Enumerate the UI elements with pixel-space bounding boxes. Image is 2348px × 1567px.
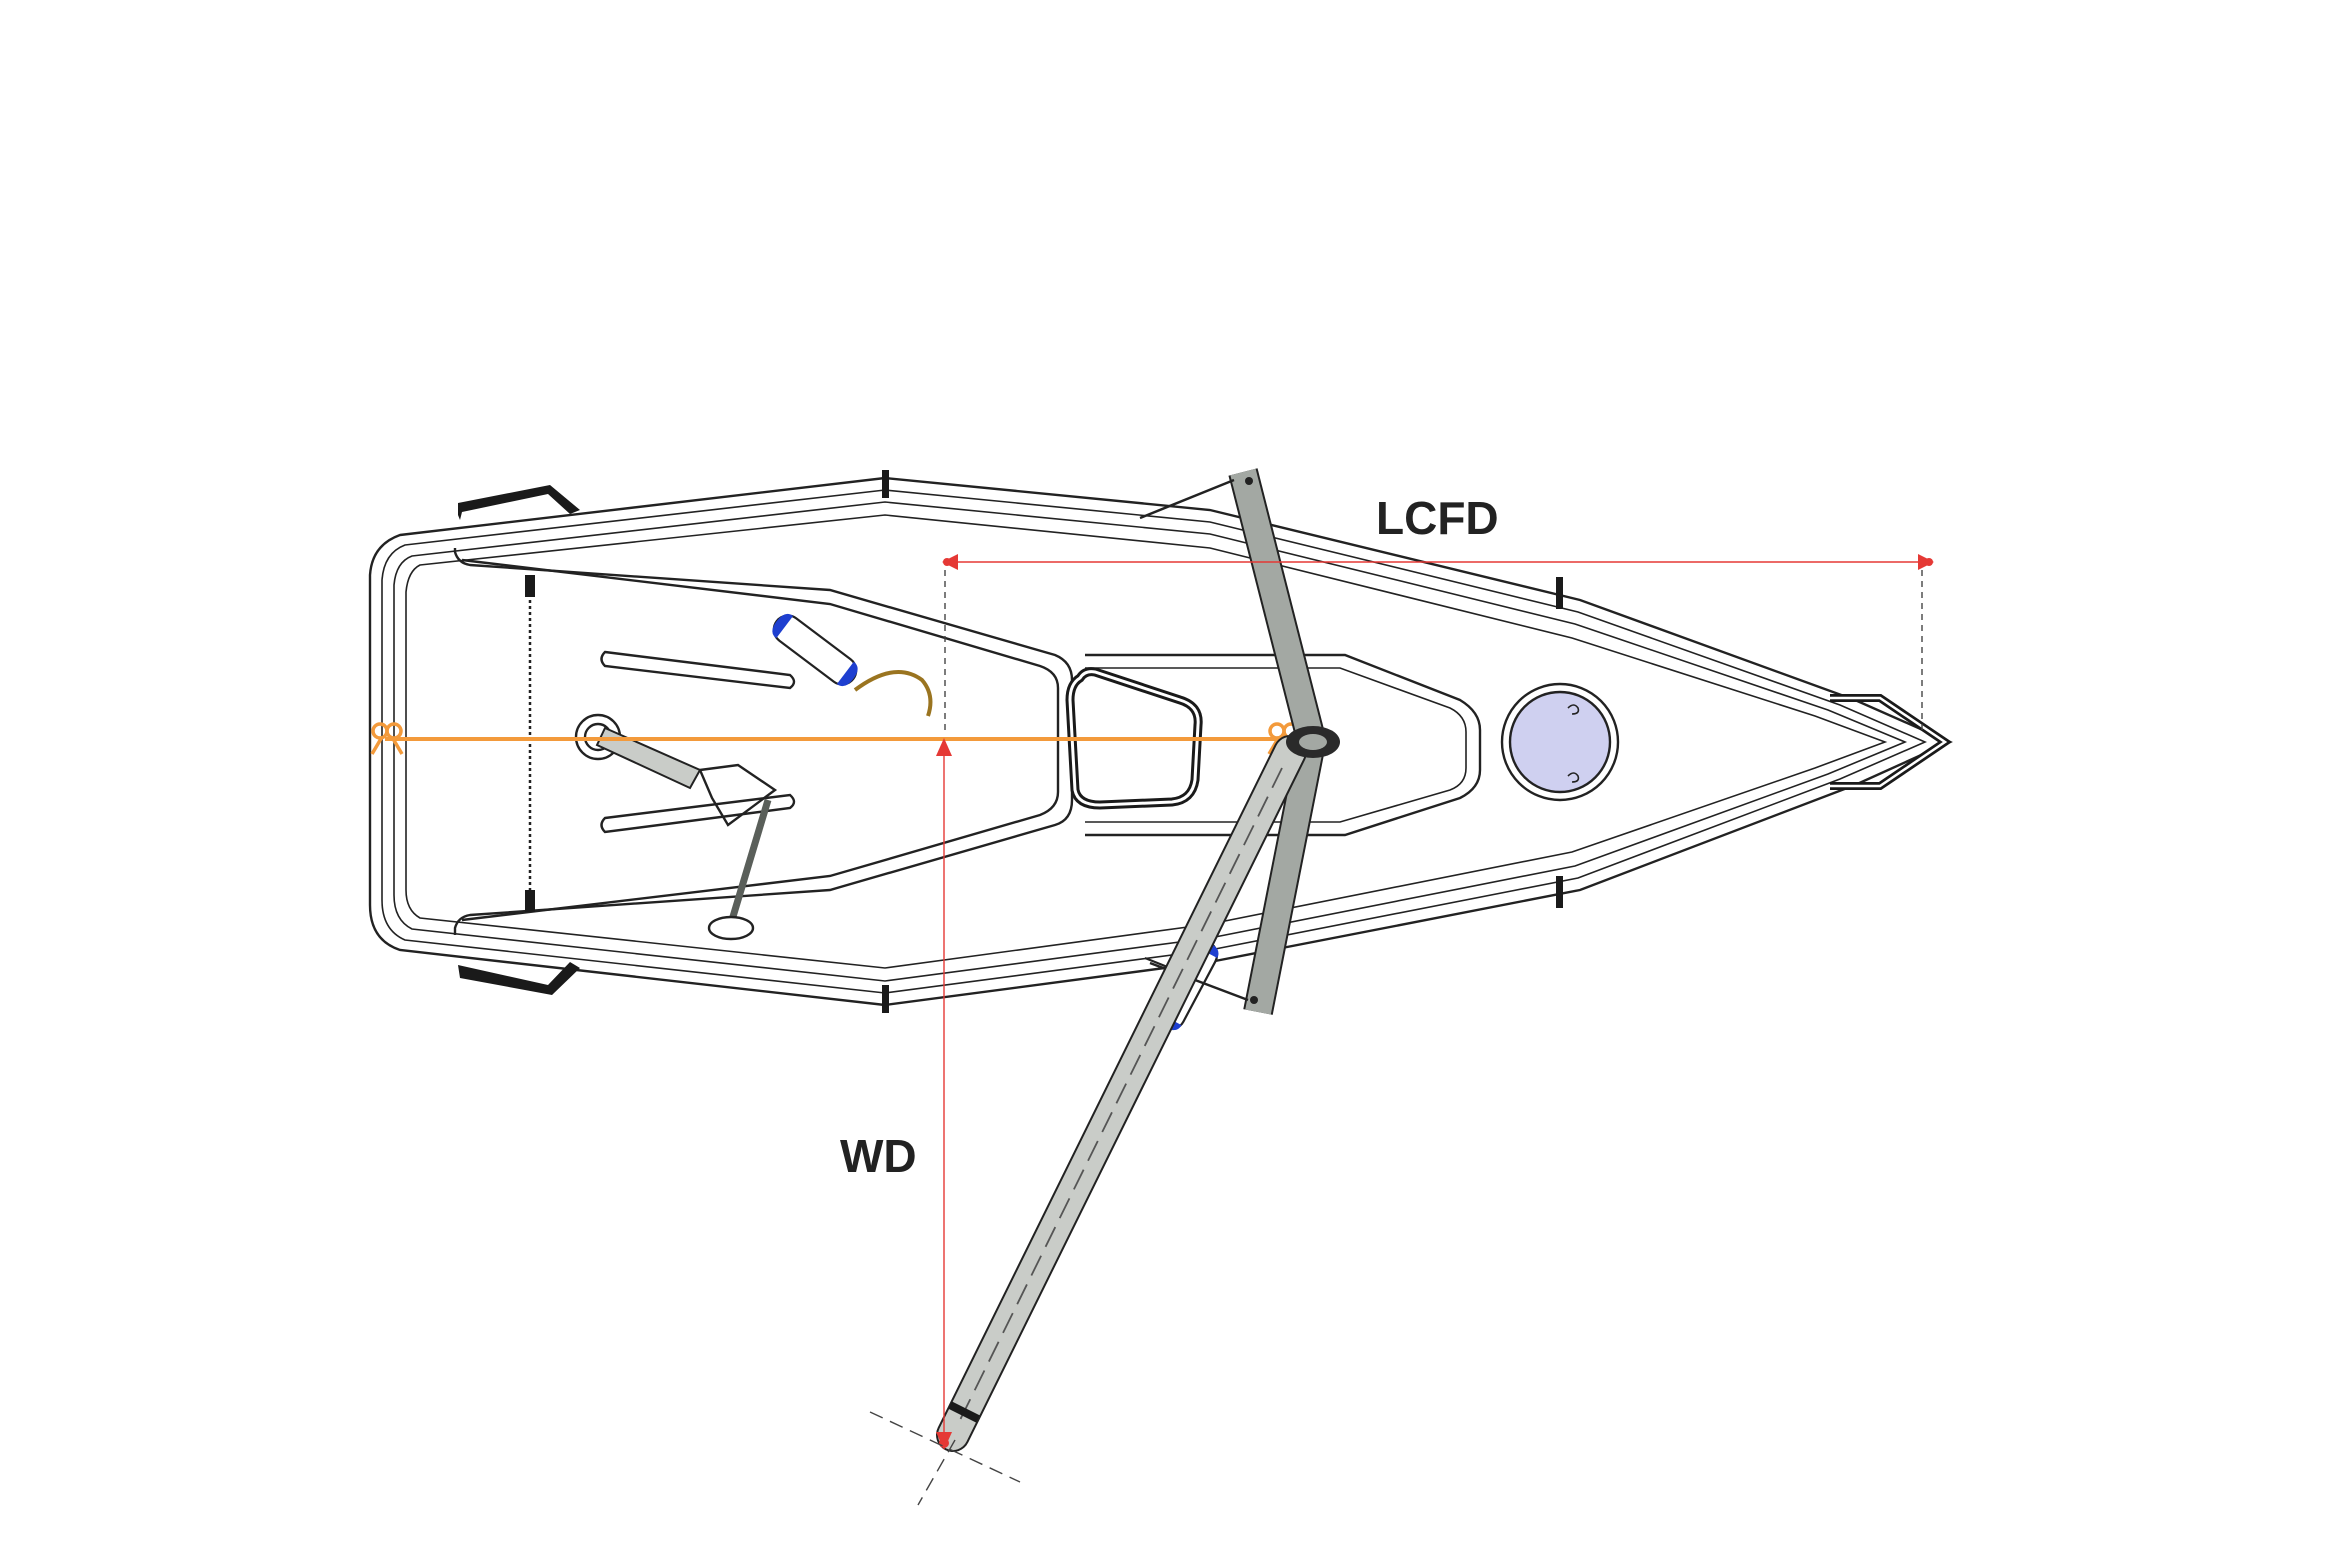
stanchion-bottom-aft xyxy=(882,985,889,1013)
cabin-top xyxy=(1085,653,1482,837)
bow-pulpit-inner xyxy=(1830,696,1948,788)
hull-rubrail-2 xyxy=(393,501,1908,982)
triangle-hatch-inner xyxy=(1068,670,1200,807)
stanchion-bottom-fwd xyxy=(1556,876,1563,908)
wd-label: WD xyxy=(840,1130,917,1182)
tiller-extension xyxy=(728,798,772,922)
bow-pulpit xyxy=(1830,694,1953,790)
lcfd-label: LCFD xyxy=(1376,492,1499,544)
wd-reference-line-2 xyxy=(917,1439,956,1506)
hull-inner-deck xyxy=(405,514,1888,969)
stern-cleat-top xyxy=(458,485,580,520)
wd-reference-line xyxy=(869,1411,1021,1483)
bench-slot-top xyxy=(600,650,796,690)
hatch-latch-top xyxy=(1567,704,1580,715)
fender-cockpit xyxy=(772,613,858,687)
dimension-wd: WD xyxy=(840,738,1021,1506)
centerline xyxy=(370,722,1301,755)
cockpit-outline xyxy=(453,548,1074,935)
stern-cleat-bottom xyxy=(458,962,580,995)
pole-end-band xyxy=(948,1401,980,1423)
centerline-knot-stern xyxy=(370,722,404,755)
wd-arrow-top xyxy=(936,738,952,756)
stanchion-top-aft xyxy=(882,470,889,498)
dimension-lcfd: LCFD xyxy=(942,492,1934,735)
rope xyxy=(853,670,933,717)
stanchion-top-fwd xyxy=(1556,577,1563,609)
bench-slot-bottom xyxy=(600,793,796,834)
hull-rubrail-1 xyxy=(381,489,1928,994)
traveler-end-bottom xyxy=(525,890,535,912)
hatch-latch-bottom xyxy=(1567,772,1580,783)
tiller-yoke xyxy=(698,763,778,827)
spreaders xyxy=(1139,468,1325,1015)
shroud-top xyxy=(1139,478,1235,520)
whisker-pole xyxy=(936,735,1307,1452)
tiller-extension-knob xyxy=(707,915,755,941)
traveler-end-top xyxy=(525,575,535,597)
pole-centerline xyxy=(959,767,1283,1421)
round-hatch-window xyxy=(1508,690,1612,794)
hull xyxy=(368,470,1953,1031)
cabin-inner xyxy=(1085,667,1467,823)
mast-core xyxy=(1299,734,1327,750)
